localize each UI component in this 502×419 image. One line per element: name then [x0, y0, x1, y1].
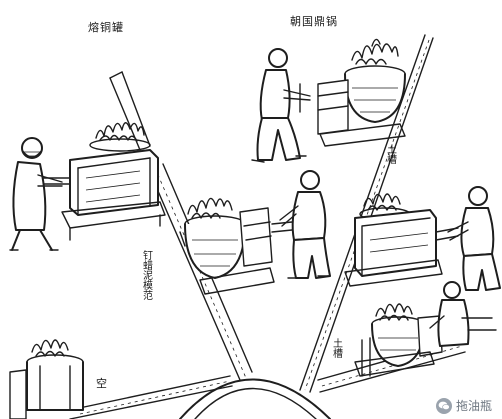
caption-top-right: 朝国鼎锅 — [290, 15, 338, 28]
wechat-icon — [435, 397, 452, 414]
furnace-top-left — [39, 71, 166, 241]
furnace-center — [184, 197, 293, 295]
caption-right-middle: 土槽 — [384, 144, 396, 164]
worker-right — [447, 186, 501, 291]
caption-bottom-left: 空 — [96, 377, 108, 390]
casting-mould-dome — [179, 378, 331, 419]
worker-bearded-left — [9, 137, 63, 251]
watermark-text: 拖油瓶 — [455, 399, 492, 413]
caption-top-left: 熔铜罐 — [88, 21, 124, 34]
caption-bottom-right: 土槽 — [330, 338, 342, 358]
worker-bottom-right — [429, 281, 497, 347]
furnace-top-right — [317, 38, 406, 147]
furnace-bottom-right — [354, 303, 443, 377]
caption-middle-left: 钉蜡泥模范 — [140, 250, 152, 300]
worker-top-center — [251, 48, 311, 163]
worker-center — [279, 170, 331, 279]
furnace-bottom-left — [9, 339, 84, 419]
watermark: 拖油瓶 — [433, 396, 496, 415]
furnace-right-middle — [344, 193, 459, 287]
